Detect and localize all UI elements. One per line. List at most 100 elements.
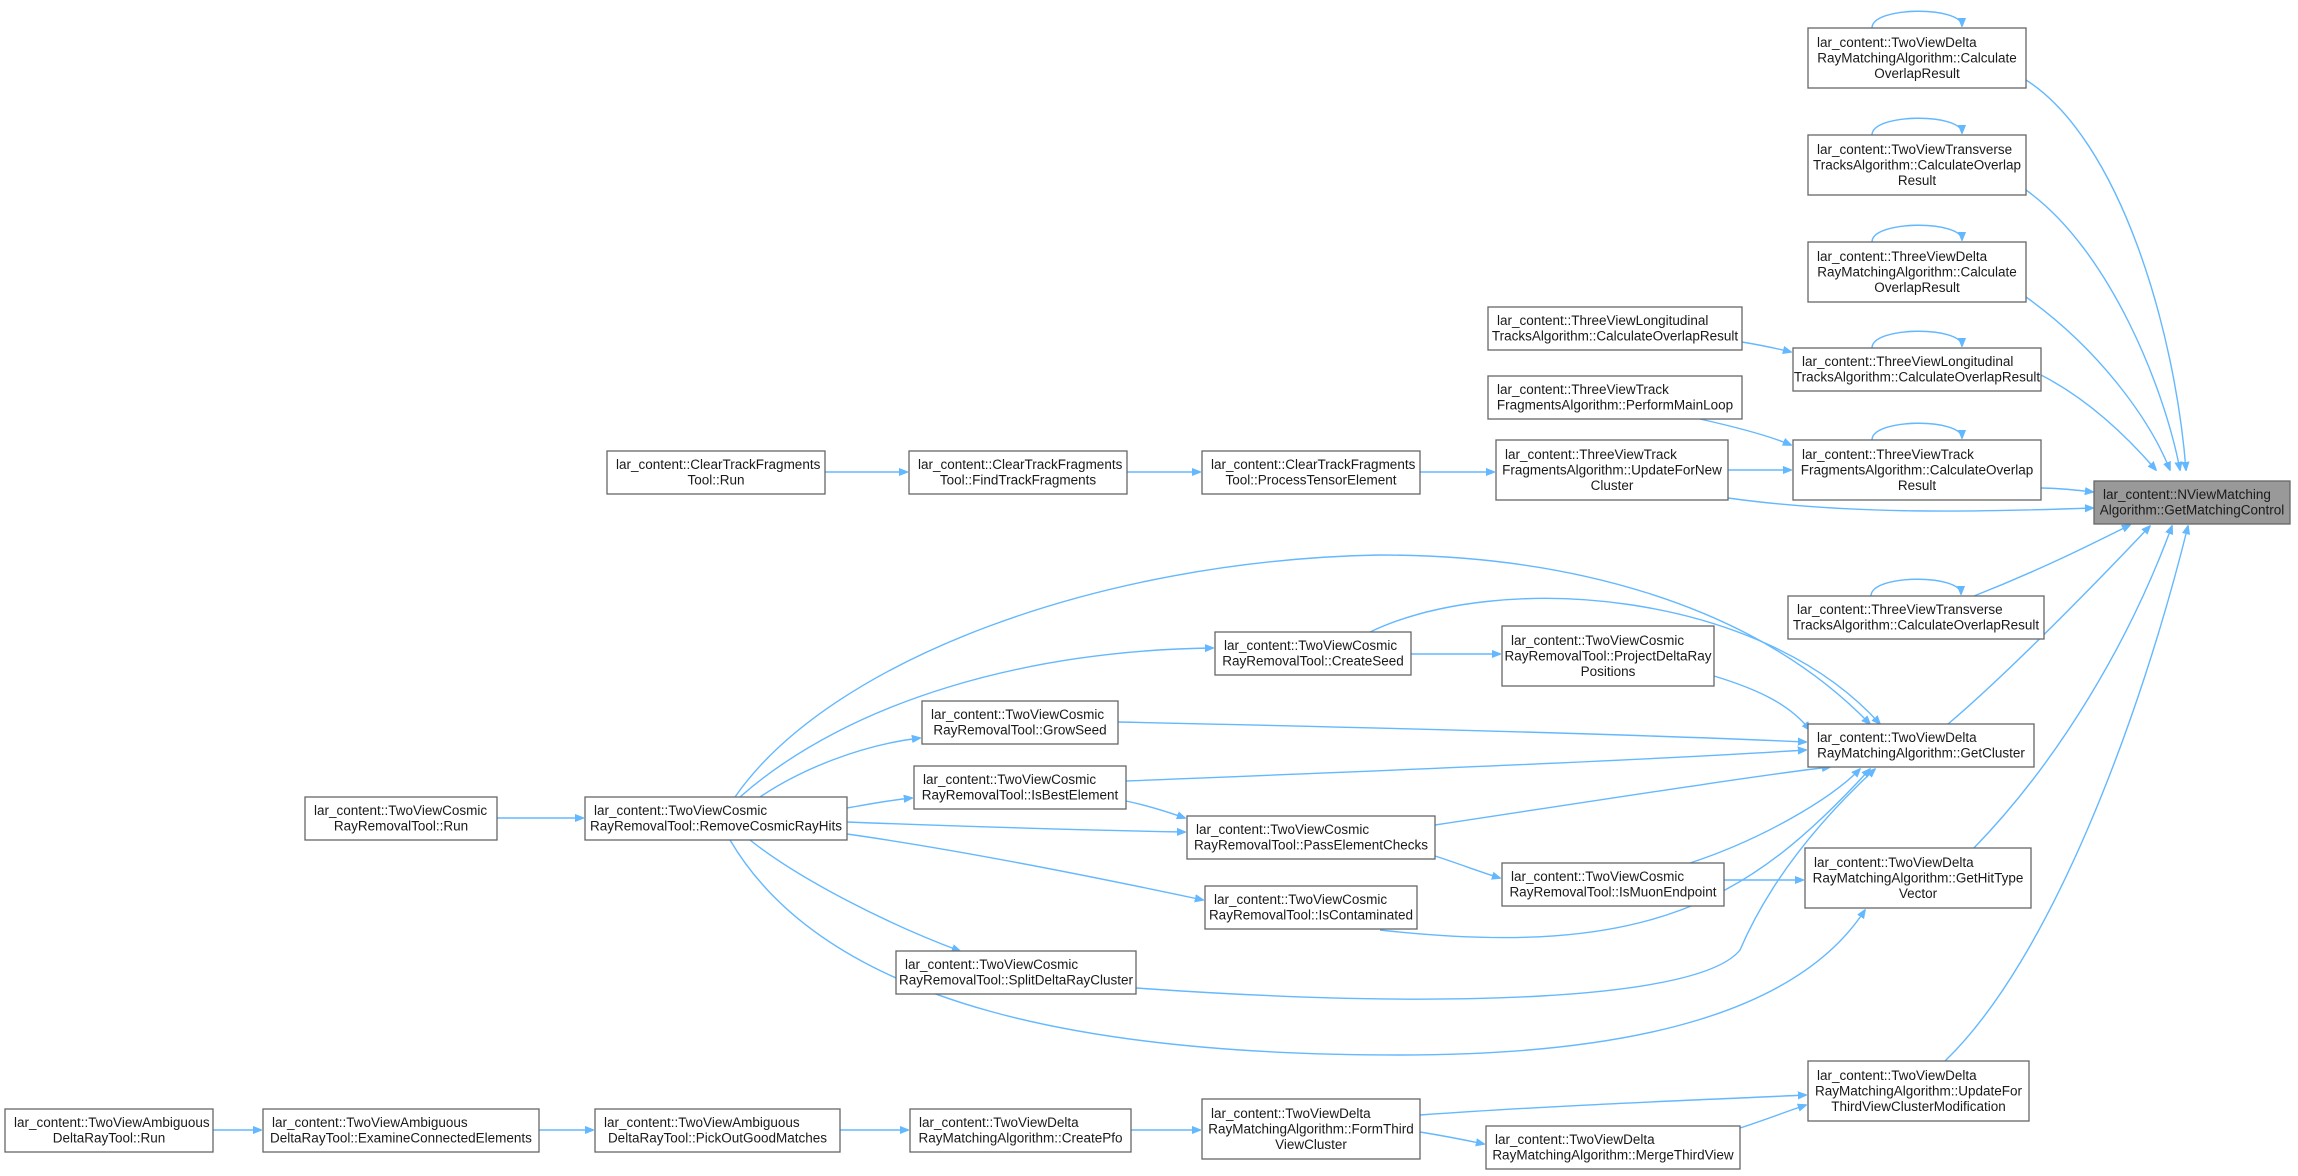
node-label-line: ThirdViewClusterModification (1831, 1099, 2006, 1114)
edge-cr_pdr-to-tvd_gc (1713, 675, 1810, 730)
graph-node[interactable]: lar_content::TwoViewCosmicRayRemovalTool… (1501, 862, 1725, 907)
self-loop-tvt_cor (1871, 117, 1962, 136)
edge-cr_gs-to-tvd_gc (1117, 721, 1806, 742)
node-box (304, 796, 498, 841)
graph-node[interactable]: lar_content::TwoViewTransverseTracksAlgo… (1807, 134, 2027, 196)
edge-thf_cor-to-gmc (2040, 488, 2093, 492)
graph-node[interactable]: lar_content::ThreeViewTrackFragmentsAlgo… (1495, 439, 1729, 501)
edge-thl_cor-to-thl_cor2 (1741, 341, 1791, 352)
node-label-line: lar_content::TwoViewCosmic (931, 707, 1104, 722)
node-label-line: lar_content::NViewMatching (2103, 487, 2271, 502)
graph-node[interactable]: lar_content::ClearTrackFragmentsTool::Fi… (908, 450, 1128, 495)
node-label-line: OverlapResult (1874, 280, 1960, 295)
node-label-line: lar_content::TwoViewAmbiguous (604, 1115, 800, 1130)
graph-node[interactable]: lar_content::TwoViewDeltaRayMatchingAlgo… (1807, 27, 2027, 89)
edge-cr_rch-to-tvd_gc (734, 554, 1870, 798)
self-loop-tvd_cor (1871, 10, 1962, 29)
graph-node[interactable]: lar_content::TwoViewDeltaRayMatchingAlgo… (1201, 1098, 1421, 1160)
graph-node[interactable]: lar_content::TwoViewAmbiguousDeltaRayToo… (4, 1108, 214, 1153)
graph-node[interactable]: lar_content::TwoViewDeltaRayMatchingAlgo… (1807, 723, 2035, 768)
node-label-line: Tool::ProcessTensorElement (1225, 473, 1396, 488)
edge-path (1871, 224, 1962, 243)
node-label-line: lar_content::TwoViewCosmic (923, 772, 1096, 787)
graph-node[interactable]: lar_content::TwoViewCosmicRayRemovalTool… (1204, 885, 1418, 930)
edge-path (1871, 422, 1962, 441)
node-box (1804, 847, 2032, 909)
node-label-line: lar_content::ThreeViewLongitudinal (1497, 313, 1708, 328)
node-box (1487, 375, 1743, 420)
graph-node[interactable]: lar_content::TwoViewCosmicRayRemovalTool… (1214, 631, 1412, 676)
edge-path (1870, 578, 1961, 597)
node-label-line: lar_content::TwoViewDelta (1817, 35, 1977, 50)
graph-node[interactable]: lar_content::TwoViewCosmicRayRemovalTool… (1501, 625, 1715, 687)
graph-node[interactable]: lar_content::ClearTrackFragmentsTool::Pr… (1201, 450, 1421, 495)
node-label-line: lar_content::TwoViewAmbiguous (272, 1115, 468, 1130)
edge-path (759, 738, 920, 798)
graph-node[interactable]: lar_content::ThreeViewTrackFragmentsAlgo… (1792, 439, 2042, 501)
edge-path (1125, 750, 1806, 782)
graph-node[interactable]: lar_content::TwoViewCosmicRayRemovalTool… (921, 700, 1119, 745)
node-box (1501, 625, 1715, 687)
node-label-line: lar_content::TwoViewDelta (1817, 1068, 1977, 1083)
edge-tvd_cor-to-gmc (2025, 79, 2186, 470)
graph-node[interactable]: lar_content::ClearTrackFragmentsTool::Ru… (606, 450, 826, 495)
node-label-line: Tool::FindTrackFragments (940, 473, 1097, 488)
edge-path (1135, 769, 1875, 1000)
node-label-line: lar_content::ThreeViewDelta (1817, 249, 1988, 264)
graph-node[interactable]: lar_content::ThreeViewTransverseTracksAl… (1787, 595, 2045, 640)
edge-cr_pec-to-tvd_gc (1434, 767, 1830, 826)
edge-path (1871, 117, 1962, 136)
edge-cr_ibe-to-tvd_gc (1125, 750, 1806, 782)
node-label-line: lar_content::TwoViewCosmic (905, 957, 1078, 972)
edge-path (1871, 330, 1962, 349)
node-label-line: lar_content::TwoViewDelta (1211, 1106, 1371, 1121)
edge-cr_ime-to-tvd_gc (1689, 769, 1860, 864)
self-loop-thd_cor (1871, 224, 1962, 243)
node-label-line: ViewCluster (1275, 1137, 1347, 1152)
edge-path (1871, 10, 1962, 29)
graph-node[interactable]: lar_content::TwoViewAmbiguousDeltaRayToo… (262, 1108, 540, 1153)
edge-path (1739, 1105, 1806, 1129)
node-label-line: RayRemovalTool::CreateSeed (1222, 654, 1404, 669)
edge-path (846, 821, 1185, 832)
edge-thf_unc-to-gmc (1727, 497, 2093, 511)
node-label-line: lar_content::TwoViewTransverse (1817, 142, 2012, 157)
node-box (908, 450, 1128, 495)
node-label-line: lar_content::ThreeViewTransverse (1797, 602, 2003, 617)
node-label-line: lar_content::TwoViewCosmic (1224, 638, 1397, 653)
graph-node[interactable]: lar_content::TwoViewCosmicRayRemovalTool… (895, 950, 1137, 995)
graph-node[interactable]: lar_content::TwoViewDeltaRayMatchingAlgo… (1804, 847, 2032, 909)
node-box (895, 950, 1137, 995)
node-label-line: RayRemovalTool::Run (334, 819, 468, 834)
edge-tvd_utv-to-gmc (1944, 526, 2188, 1062)
graph-node[interactable]: lar_content::TwoViewCosmicRayRemovalTool… (913, 765, 1127, 810)
graph-node[interactable]: lar_content::TwoViewCosmicRayRemovalTool… (1186, 815, 1436, 860)
graph-node[interactable]: lar_content::ThreeViewLongitudinalTracks… (1792, 347, 2042, 392)
graph-node[interactable]: lar_content::TwoViewAmbiguousDeltaRayToo… (594, 1108, 841, 1153)
node-box (1487, 306, 1743, 351)
graph-node[interactable]: lar_content::ThreeViewLongitudinalTracks… (1487, 306, 1743, 351)
graph-node[interactable]: lar_content::TwoViewCosmicRayRemovalTool… (584, 796, 848, 841)
graph-node[interactable]: lar_content::ThreeViewTrackFragmentsAlgo… (1487, 375, 1743, 420)
node-box (1807, 241, 2027, 303)
edge-path (1727, 497, 2093, 511)
self-loop-tht_cor (1870, 578, 1961, 597)
node-box (1485, 1125, 1741, 1170)
graph-node[interactable]: lar_content::TwoViewDeltaRayMatchingAlgo… (1807, 1060, 2030, 1122)
graph-node[interactable]: lar_content::TwoViewCosmicRayRemovalTool… (304, 796, 498, 841)
focus-node[interactable]: lar_content::NViewMatchingAlgorithm::Get… (2093, 480, 2291, 525)
node-label-line: TracksAlgorithm::CalculateOverlap (1813, 157, 2021, 172)
edge-thd_cor-to-gmc (2025, 296, 2170, 470)
edge-path (739, 648, 1213, 798)
node-box (1807, 1060, 2030, 1122)
graph-node[interactable]: lar_content::TwoViewDeltaRayMatchingAlgo… (1485, 1125, 1741, 1170)
node-label-line: lar_content::TwoViewDelta (919, 1115, 1079, 1130)
node-box (606, 450, 826, 495)
edge-tvd_ftc-to-tvd_mtv (1419, 1131, 1484, 1144)
node-label-line: lar_content::TwoViewCosmic (1511, 869, 1684, 884)
graph-node[interactable]: lar_content::ThreeViewDeltaRayMatchingAl… (1807, 241, 2027, 303)
graph-node[interactable]: lar_content::TwoViewDeltaRayMatchingAlgo… (909, 1108, 1132, 1153)
edge-path (1419, 1131, 1484, 1144)
node-label-line: RayMatchingAlgorithm::Calculate (1817, 50, 2017, 65)
node-label-line: DeltaRayTool::ExamineConnectedElements (270, 1131, 532, 1146)
